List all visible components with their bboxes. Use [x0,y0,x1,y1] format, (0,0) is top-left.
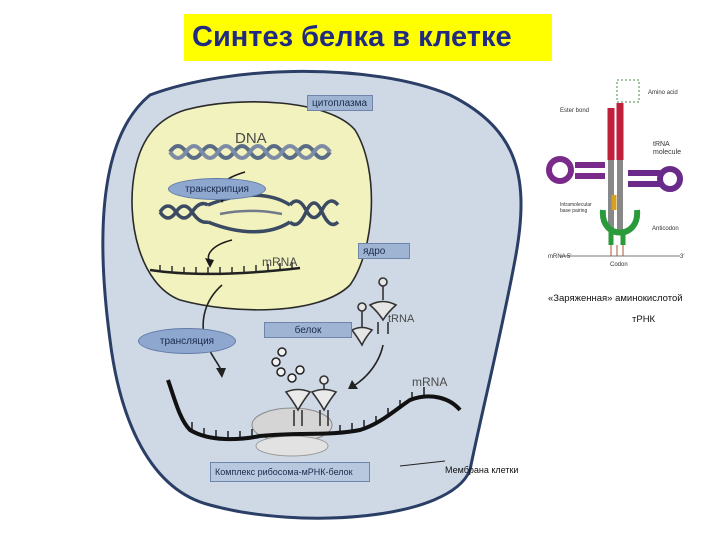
mrna-5-text: mRNA 5' [548,254,571,260]
title-box: Синтез белка в клетке [184,14,552,61]
translation-label-text: трансляция [159,335,215,347]
protein-chain [271,347,305,383]
arrow-head [348,380,358,389]
membrane-label-text: Мембрана клетки [445,465,519,475]
mrna-3-text: 3' [680,254,684,260]
nucleus-label-text: ядро [363,245,386,257]
charged-label-text: «Заряженная» аминокислотой [548,293,683,304]
transcription-helix [158,193,340,234]
transcription-label-text: транскрипция [185,183,249,195]
cytoplasm-label-text: цитоплазма [312,97,368,109]
base-pairing-text-2: base pairing [560,208,587,214]
trna-molecule-text-1: tRNA [653,141,670,148]
protein-label-text: белок [294,324,322,336]
bound-trna [284,375,338,426]
ester-bond-text: Ester bond [560,108,589,114]
complex-label-text: Комплекс рибосома-мРНК-белок [215,467,353,477]
arrow-head [216,368,226,378]
amino-acid-text: Amino acid [648,90,678,96]
cytoplasm-label: цитоплазма [307,95,373,111]
mrna-cyto-text: mRNA [412,375,447,389]
translation-label: трансляция [138,328,236,354]
codon-text: Codon [610,262,628,268]
base-pairing-text-1: Intramolecular [560,202,592,208]
mrna-strand-nucleus [149,266,301,276]
arrow-head [205,258,214,268]
mrna-cyto-bases [191,387,425,439]
anticodon-text: Anticodon [652,226,679,232]
trna-ru-label: тРНК [632,314,655,325]
trna-text: tRNA [388,313,415,325]
trna-cloverleaf [546,79,683,257]
trna-molecule-text-2: molecule [653,149,681,156]
protein-label: белок [264,322,352,338]
mrna-strand-cyto [166,379,462,442]
charged-label: «Заряженная» аминокислотой [548,293,683,304]
dna-helix [168,144,332,160]
ribosome-small [255,435,329,457]
transcription-label: транскрипция [168,178,266,200]
trna-arrow [354,344,384,386]
dna-text: DNA [235,130,267,147]
mrna-bases [159,262,293,273]
nucleus-label: ядро [358,243,410,259]
trna-ru-label-text: тРНК [632,314,656,325]
free-trna [350,277,398,347]
mrna-nucleus-text: mRNA [262,255,297,269]
page-title: Синтез белка в клетке [192,21,512,53]
membrane-label: Мембрана клетки [445,465,518,475]
membrane-pointer [399,460,446,467]
complex-label: Комплекс рибосома-мРНК-белок [210,462,370,482]
